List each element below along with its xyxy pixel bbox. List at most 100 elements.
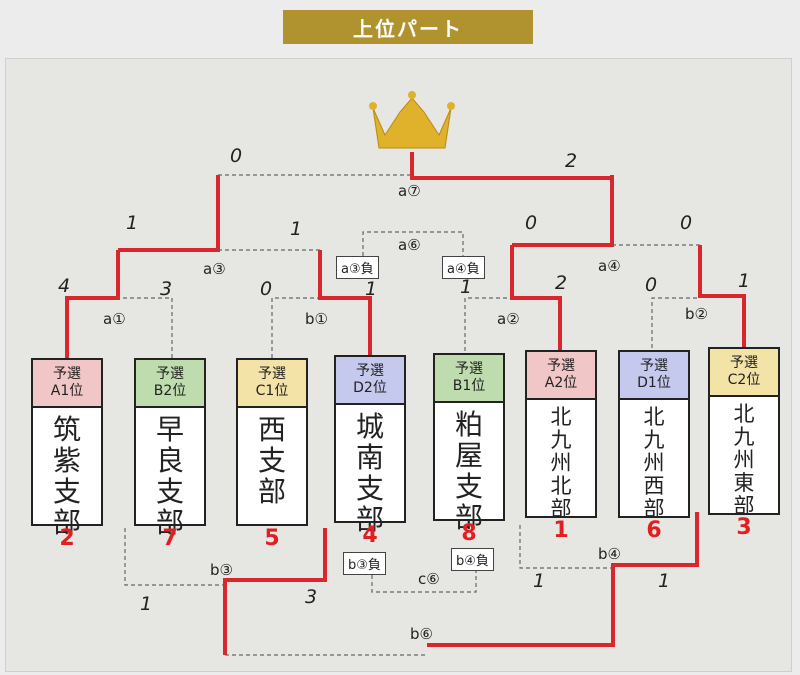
- team-name-char: 北: [643, 405, 665, 429]
- score-a3-right: 1: [290, 218, 303, 240]
- team-name-char: 部: [733, 494, 755, 518]
- line-a6: [362, 231, 464, 256]
- team-seed-line: C1位: [255, 383, 289, 399]
- line-b4-right: [427, 512, 699, 647]
- team-name-char: 部: [257, 475, 286, 508]
- line-a2-right: [510, 245, 562, 358]
- team-name-char: 支: [257, 444, 286, 477]
- team-name-char: 九: [643, 428, 665, 452]
- score-b4-right: 1: [658, 570, 671, 592]
- team-name-char: 筑: [52, 413, 81, 446]
- team-name-char: 南: [355, 441, 384, 474]
- final-rank: 3: [736, 515, 752, 540]
- team-name-char: 部: [52, 506, 81, 539]
- match-label-a6: a⑥: [398, 236, 421, 254]
- score-b1-left: 0: [260, 278, 273, 300]
- team-name-char: 良: [155, 444, 184, 477]
- team-name-char: 州: [643, 451, 665, 475]
- team-seed-line: 予選: [640, 358, 668, 374]
- team-name-char: 紫: [52, 444, 81, 477]
- team-seed-line: B2位: [153, 383, 187, 399]
- score-b2-right: 1: [738, 270, 751, 292]
- match-label-c6: c⑥: [418, 570, 440, 588]
- score-a4-right: 0: [680, 212, 693, 234]
- score-b1-right: 1: [365, 278, 378, 300]
- team-name-char: 部: [155, 506, 184, 539]
- score-a1-left: 4: [58, 275, 71, 297]
- score-a2-right: 2: [555, 272, 568, 294]
- team-seed-line: C2位: [727, 372, 761, 388]
- line-a1-left: [65, 250, 120, 358]
- team-name: 北九州東部: [710, 397, 778, 518]
- loser-box-a3: a③負: [336, 256, 379, 279]
- loser-box-b4: b④負: [451, 548, 494, 571]
- team-name-char: 屋: [454, 439, 483, 472]
- line-b1-right: [318, 250, 372, 358]
- team-name-char: 支: [454, 470, 483, 503]
- team-seed-line: B1位: [452, 378, 486, 394]
- score-a3-left: 1: [126, 212, 139, 234]
- score-a2-left: 1: [460, 276, 473, 298]
- final-rank: 6: [646, 518, 662, 543]
- final-rank: 4: [362, 523, 378, 548]
- team-seed-line: 予選: [547, 358, 575, 374]
- line-b1-left: [271, 297, 320, 358]
- team-name-char: 部: [643, 497, 665, 521]
- team-name-char: 部: [355, 503, 384, 536]
- line-b3-right: [223, 528, 327, 655]
- team-name-char: 早: [155, 413, 184, 446]
- team-name-char: 部: [550, 497, 572, 521]
- line-a7-right: [410, 152, 614, 180]
- match-label-a7: a⑦: [398, 182, 421, 200]
- team-name-char: 西: [257, 413, 286, 446]
- score-a4-left: 0: [525, 212, 538, 234]
- line-b4-left: [519, 525, 613, 569]
- line-b2-right: [698, 245, 746, 350]
- score-b3-right: 3: [305, 586, 318, 608]
- crown-icon: [369, 91, 455, 149]
- match-label-b3: b③: [210, 561, 233, 579]
- team-name: 北九州西部: [620, 400, 688, 521]
- team-name-char: 北: [550, 474, 572, 498]
- team-seed-line: 予選: [730, 355, 758, 371]
- team-seed-line: A1位: [50, 383, 84, 399]
- final-rank: 2: [59, 526, 75, 551]
- match-label-a4: a④: [598, 257, 621, 275]
- team-seed-line: 予選: [53, 366, 81, 382]
- team-name-char: 西: [643, 474, 665, 498]
- team-name-char: 北: [733, 402, 755, 426]
- line-b2-left: [651, 297, 700, 355]
- score-a7-right: 2: [565, 150, 578, 172]
- line-b3-left: [124, 528, 225, 586]
- team-name: 北九州北部: [527, 400, 595, 521]
- line-c6: [371, 568, 477, 593]
- team-name-char: 九: [733, 425, 755, 449]
- team-name: 西支部: [238, 408, 306, 507]
- team-name-char: 粕: [454, 408, 483, 441]
- score-b2-left: 0: [645, 274, 658, 296]
- team-name-char: 東: [733, 471, 755, 495]
- team-name-char: 九: [550, 428, 572, 452]
- team-seed-line: 予選: [156, 366, 184, 382]
- match-label-a2: a②: [497, 310, 520, 328]
- part-title: 上位パート: [353, 16, 463, 41]
- team-name: 城南支部: [336, 405, 404, 535]
- team-seed-line: 予選: [258, 366, 286, 382]
- final-rank: 5: [264, 526, 280, 551]
- team-name-char: 州: [550, 451, 572, 475]
- score-b4-left: 1: [533, 570, 546, 592]
- match-label-b6: b⑥: [410, 625, 433, 643]
- final-rank: 7: [162, 526, 178, 551]
